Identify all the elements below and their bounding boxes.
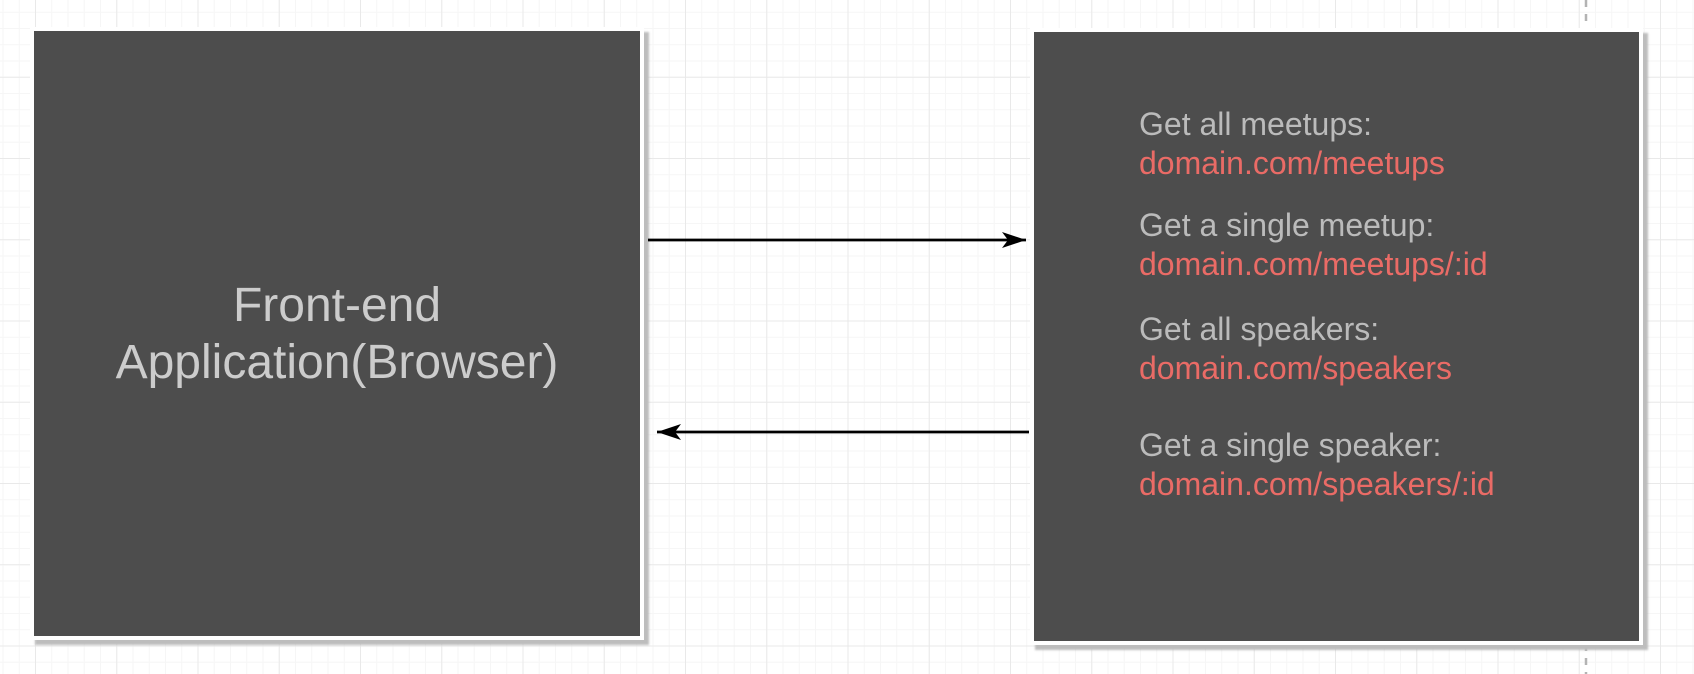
- frontend-box[interactable]: Front-end Application(Browser): [30, 27, 644, 640]
- endpoint-item: Get all meetups: domain.com/meetups: [1139, 105, 1495, 183]
- endpoint-item: Get a single meetup: domain.com/meetups/…: [1139, 206, 1495, 284]
- endpoints-list: Get all meetups: domain.com/meetups Get …: [1139, 105, 1495, 504]
- endpoint-url: domain.com/speakers/:id: [1139, 466, 1495, 502]
- endpoint-item: Get a single speaker: domain.com/speaker…: [1139, 426, 1495, 504]
- endpoint-item: Get all speakers: domain.com/speakers: [1139, 310, 1495, 388]
- api-endpoints-box[interactable]: Get all meetups: domain.com/meetups Get …: [1030, 28, 1643, 645]
- frontend-box-label: Front-end Application(Browser): [115, 278, 559, 389]
- endpoint-url: domain.com/speakers: [1139, 350, 1453, 386]
- endpoint-label: Get all speakers:: [1139, 311, 1380, 347]
- endpoint-url: domain.com/meetups: [1139, 145, 1445, 181]
- endpoint-label: Get all meetups:: [1139, 106, 1372, 142]
- endpoint-label: Get a single meetup:: [1139, 207, 1435, 243]
- endpoint-url: domain.com/meetups/:id: [1139, 246, 1488, 282]
- endpoint-label: Get a single speaker:: [1139, 427, 1442, 463]
